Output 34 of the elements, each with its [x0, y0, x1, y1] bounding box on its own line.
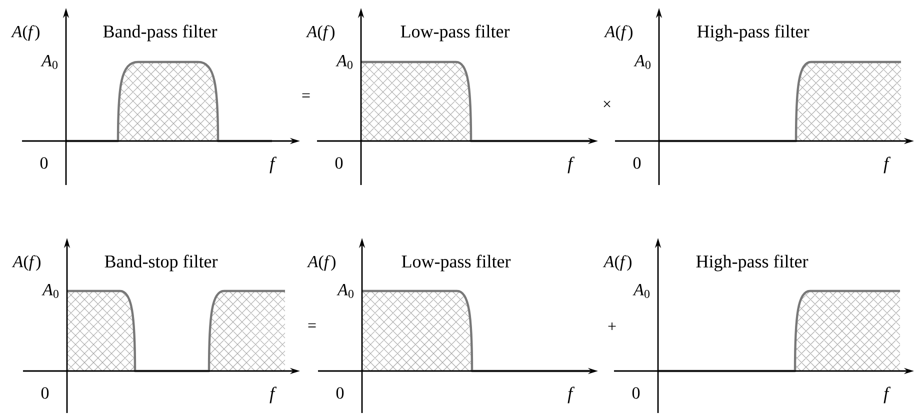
- level-label: A$_{0}$: [634, 55, 650, 69]
- origin-label: 0: [40, 157, 48, 169]
- operator-symbol: =: [302, 93, 310, 98]
- level-label: A$_{0}$: [336, 55, 352, 69]
- axis-label: f: [568, 156, 575, 174]
- origin-label: 0: [633, 157, 641, 169]
- plot-title: Low-pass filter: [400, 24, 510, 42]
- axis-label: f: [884, 386, 891, 404]
- plot-title: Band-stop filter: [104, 254, 218, 272]
- origin-label: 0: [336, 387, 344, 399]
- level-label: A$_{0}$: [42, 284, 58, 298]
- plot-title: Low-pass filter: [402, 254, 511, 272]
- level-label: A$_{0}$: [632, 284, 650, 298]
- plot-title: High-pass filter: [697, 24, 810, 42]
- origin-label: 0: [632, 387, 640, 399]
- operator-symbol: +: [608, 322, 616, 330]
- origin-label: 0: [335, 157, 343, 169]
- axis-label: A(f): [12, 255, 40, 271]
- origin-label: 0: [41, 387, 49, 399]
- axis-label: A(f): [306, 255, 336, 271]
- axis-label: A(f): [306, 25, 334, 41]
- plot-title: Band-pass filter: [103, 24, 218, 42]
- axis-label: A(f): [602, 255, 632, 271]
- axis-label: A(f): [10, 25, 40, 41]
- level-label: A$_{0}$: [40, 55, 58, 69]
- axis-label: f: [270, 156, 277, 174]
- axis-label: f: [568, 386, 575, 404]
- operator-symbol: =: [308, 323, 316, 328]
- plot-title: High-pass filter: [696, 254, 808, 272]
- operator-symbol: ×: [604, 100, 610, 108]
- axis-label: A(f): [604, 25, 632, 41]
- axis-label: f: [884, 156, 891, 174]
- axis-label: f: [270, 386, 277, 404]
- level-label: A$_{0}$: [336, 284, 354, 298]
